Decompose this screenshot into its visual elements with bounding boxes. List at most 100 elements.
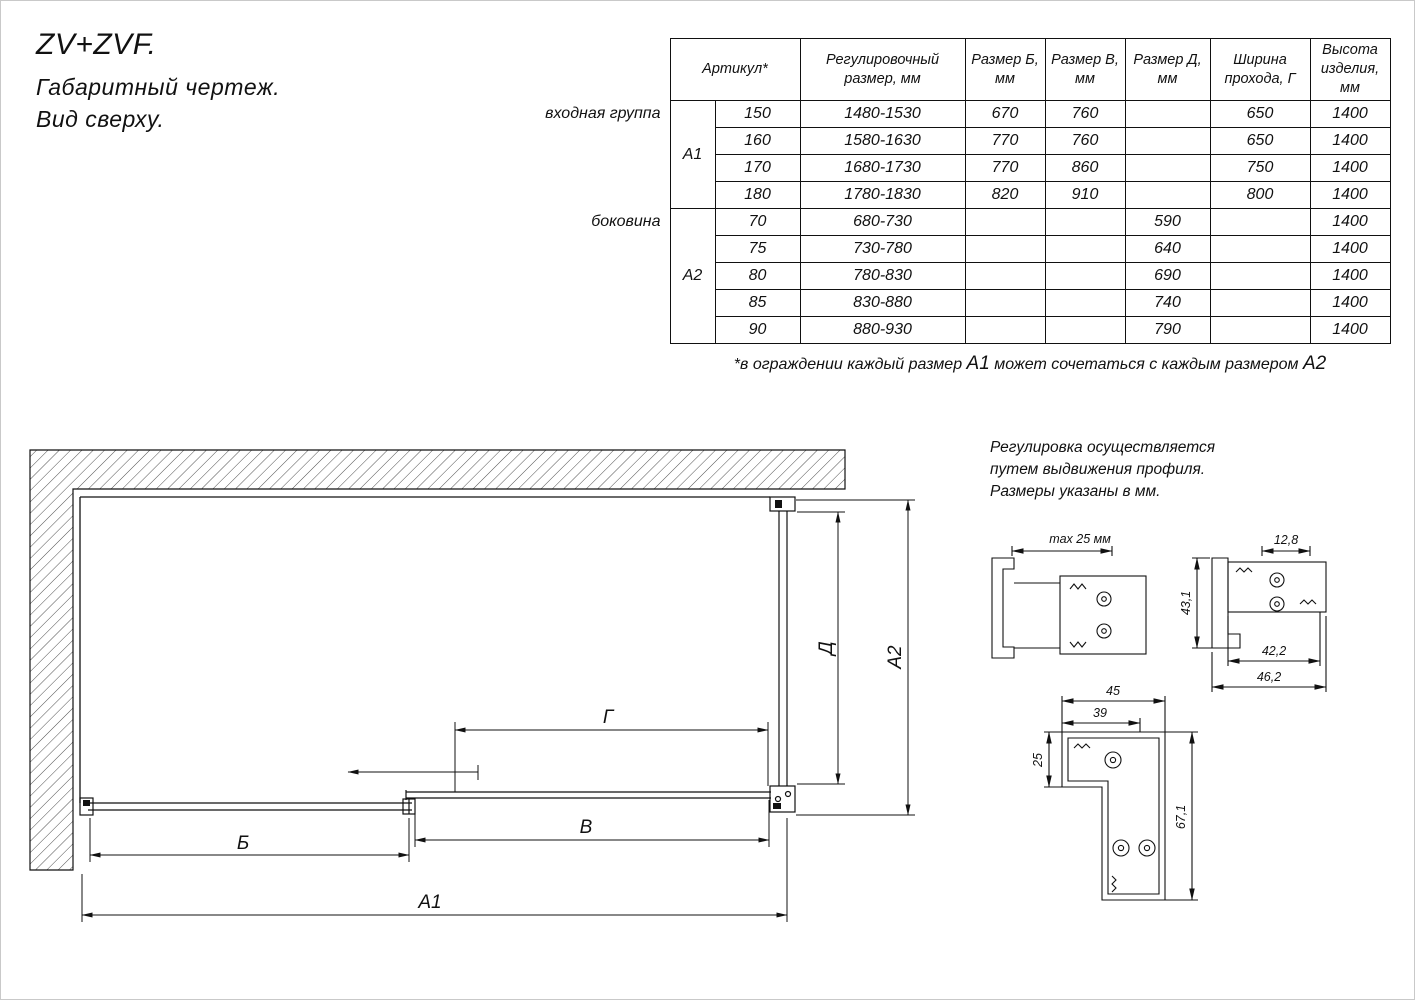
col-header-pass-width: Ширина прохода, Г (1209, 38, 1311, 101)
cell: 760 (1044, 127, 1126, 155)
horizontal-profile (1227, 561, 1327, 613)
cell: 75 (714, 235, 801, 263)
cell (964, 316, 1046, 344)
note-line-3: Размеры указаны в мм. (990, 483, 1160, 500)
corner-profile (769, 785, 796, 813)
dim-label-431: 43,1 (1179, 591, 1193, 615)
dim-label-a1: А1 (417, 892, 441, 913)
dim-label-128: 12,8 (1274, 533, 1298, 547)
cell: 70 (714, 208, 801, 236)
footnote-text: *в ограждении каждый размер (733, 356, 967, 373)
cell: 1580-1630 (799, 127, 966, 155)
cell: 1400 (1309, 235, 1391, 263)
title-block: ZV+ZVF. Габаритный чертеж. Вид сверху. (36, 28, 280, 133)
table-row: 170 1680-1730 770 860 750 1400 (505, 154, 1391, 182)
cell: 1680-1730 (799, 154, 966, 182)
cell (1209, 262, 1311, 290)
cell: 730-780 (799, 235, 966, 263)
dim-label-671: 67,1 (1174, 805, 1188, 829)
dim-label-422: 42,2 (1262, 644, 1286, 658)
corner-profile-inner (1067, 737, 1160, 895)
dim-label-max25: max 25 мм (1049, 532, 1111, 546)
cell: 180 (714, 181, 801, 209)
cell: 1480-1530 (799, 100, 966, 128)
table-row: 160 1580-1630 770 760 650 1400 (505, 127, 1391, 155)
table-row: 75 730-780 640 1400 (505, 235, 1391, 263)
wall-channel-profile (991, 557, 1015, 659)
clip-symbol (1104, 751, 1122, 769)
dim-label-462: 46,2 (1257, 670, 1281, 684)
cell (964, 289, 1046, 317)
col-header-size-v: Размер В, мм (1044, 38, 1126, 101)
slide-direction-arrow (347, 765, 479, 780)
corner-roller (784, 790, 792, 798)
profile-detail-adjustment: max 25 мм (991, 532, 1147, 659)
side-panel-top-profile-insert (775, 500, 782, 508)
cell (1044, 289, 1126, 317)
cell: 640 (1124, 235, 1211, 263)
side-panel (769, 496, 796, 813)
cell: 790 (1124, 316, 1211, 344)
group-label-entry: входная группа (545, 105, 661, 122)
wall-section (29, 449, 846, 871)
wall-hatch-area (29, 449, 846, 871)
serration (1111, 875, 1117, 893)
dim-label-a2: А2 (885, 645, 906, 670)
drawing-type-label: Габаритный чертеж. (36, 74, 281, 100)
wall-profile (79, 797, 94, 816)
clip-symbol (1096, 591, 1112, 607)
view-label: Вид сверху. (36, 106, 165, 132)
cell: 590 (1124, 208, 1211, 236)
dim-a2: А2 (796, 499, 915, 816)
dim-label-d: Д (816, 641, 837, 656)
dim-label-39: 39 (1093, 706, 1107, 720)
product-title: ZV+ZVF. (36, 28, 157, 61)
article-a2: А2 (669, 208, 716, 344)
cell: 740 (1124, 289, 1211, 317)
cell: 80 (714, 262, 801, 290)
dim-label-b: Б (237, 833, 249, 854)
wall-profile-insert (83, 800, 90, 806)
profile-detail-side: 12,8 43,1 42,2 46,2 (1179, 533, 1327, 692)
cell: 680-730 (799, 208, 966, 236)
dim-b: Б (89, 818, 410, 862)
table-row: 80 780-830 690 1400 (505, 262, 1391, 290)
table-row: боковина А2 70 680-730 590 1400 (505, 208, 1391, 344)
dim-label-g: Г (603, 707, 615, 728)
col-header-size-d: Размер Д, мм (1124, 38, 1211, 101)
cell: 1400 (1309, 181, 1391, 209)
serration (1073, 743, 1091, 749)
dim-label-25: 25 (1031, 753, 1045, 768)
table-footnote: *в ограждении каждый размер А1 может соч… (660, 353, 1400, 375)
door-assembly (79, 790, 771, 816)
clip-symbol (1138, 839, 1156, 857)
corner-roller (774, 795, 782, 803)
dim-v: В (414, 800, 770, 847)
dim-label-45: 45 (1106, 684, 1120, 698)
table-row: 180 1780-1830 820 910 800 1400 (505, 181, 1391, 209)
door-profile-section (1059, 575, 1147, 655)
footnote-text: может сочетаться с каждым размером (989, 356, 1303, 373)
dim-g: Г (454, 707, 769, 792)
dim-d: Д (797, 511, 845, 785)
profile-detail-corner: 45 39 25 67,1 (1031, 684, 1198, 901)
cell (1209, 316, 1311, 344)
corner-profile-insert (773, 803, 781, 809)
cell (1044, 208, 1126, 236)
dim-a1: А1 (81, 818, 788, 922)
cell: 650 (1209, 100, 1311, 128)
col-header-height: Высота изделия, мм (1309, 38, 1391, 101)
table-row: 90 880-930 790 1400 (505, 316, 1391, 344)
enclosure-outline (79, 496, 770, 803)
clip-symbol (1269, 572, 1285, 588)
cell: 780-830 (799, 262, 966, 290)
cell: 1400 (1309, 100, 1391, 128)
note-line-2: путем выдвижения профиля. (990, 461, 1205, 478)
spec-table: Артикул* Регулировочный размер, мм Разме… (505, 38, 1391, 344)
footnote-a1: А1 (966, 353, 990, 374)
note-line-1: Регулировка осуществляется (990, 439, 1215, 456)
cell: 160 (714, 127, 801, 155)
main-dimensions: Б В А1 А2 Д Г (81, 499, 915, 922)
clip-symbol (1096, 623, 1112, 639)
cell: 770 (964, 127, 1046, 155)
